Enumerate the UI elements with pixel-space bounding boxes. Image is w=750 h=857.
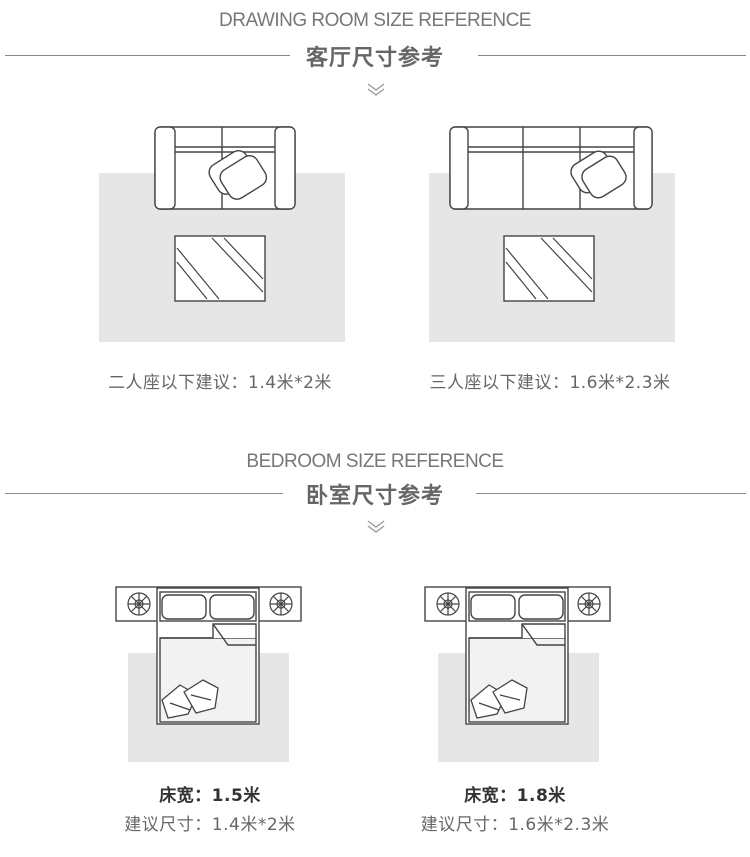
bedroom-section-en-title: BEDROOM SIZE REFERENCE	[246, 451, 504, 472]
pillow-icon	[518, 594, 564, 620]
living-2seat-caption: 二人座以下建议：1.4米*2米	[108, 373, 332, 393]
chevron-down-icon	[367, 83, 385, 96]
bedroom-title-rule-right	[476, 493, 746, 494]
pillow-icon	[470, 594, 516, 620]
pillow-icon	[208, 150, 268, 200]
bedroom-section-cn-title: 卧室尺寸参考	[305, 484, 444, 509]
living-title-rule-left	[5, 55, 290, 56]
bedroom-1.5m-suggested-size: 建议尺寸：1.4米*2米	[124, 815, 296, 835]
pillow-icon	[570, 150, 627, 199]
nightstand-lamp-icon	[436, 592, 601, 616]
bedroom-1.8m-suggested-size: 建议尺寸：1.6米*2.3米	[420, 815, 610, 835]
bedroom-1.8m-bed-width: 床宽：1.8米	[464, 786, 566, 806]
coffee-table-icon	[503, 235, 595, 302]
living-section-cn-title: 客厅尺寸参考	[305, 46, 444, 71]
living-3seat-caption: 三人座以下建议：1.6米*2.3米	[429, 373, 671, 393]
living-section-en-title: DRAWING ROOM SIZE REFERENCE	[219, 10, 531, 31]
pillow-icon	[470, 679, 528, 719]
bed-icon	[156, 587, 260, 725]
pillow-icon	[209, 594, 255, 620]
nightstand-lamp-icon	[127, 592, 293, 616]
sofa-icon	[154, 126, 296, 210]
bedroom-1.5m-bed-width: 床宽：1.5米	[159, 786, 261, 806]
chevron-down-icon	[367, 520, 385, 533]
pillow-icon	[161, 594, 207, 620]
pillow-icon	[161, 679, 219, 719]
bedroom-title-rule-left	[5, 493, 283, 494]
coffee-table-icon	[174, 235, 266, 302]
living-title-rule-right	[478, 55, 746, 56]
